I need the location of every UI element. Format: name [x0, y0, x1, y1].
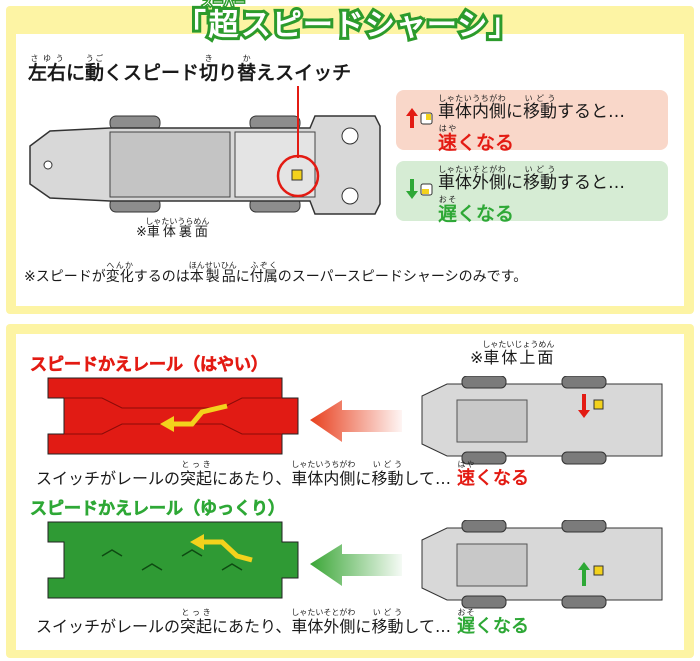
- slow-rail-diagram: [47, 520, 663, 609]
- chassis-diagram: [29, 86, 381, 215]
- section-title: 「超スーパースピードシャーシ」: [173, 0, 521, 46]
- chassis-note: ※スピードが変化へんかするのは本製品ほんせいひんに付属ふぞくのスーパースピードシ…: [24, 261, 528, 285]
- outer-move-info: 車体外側しゃたいそとがわに移動いどうすると… 遅おそくなる: [396, 161, 668, 225]
- faster-result: 速はやくなる: [456, 460, 529, 489]
- green-rail: [47, 521, 299, 599]
- switch-heading: 左右さゆうに動うごくスピード切きり替かえスイッチ: [28, 54, 352, 84]
- inner-move-info: 車体内側しゃたいうちがわに移動いどうすると… 速はやくなる: [396, 90, 668, 154]
- slower-result: 遅おそくなる: [456, 608, 529, 637]
- arrow-up-icon: [406, 108, 433, 128]
- motion-arrow: [310, 400, 402, 442]
- red-rail: [47, 377, 299, 455]
- slow-direction-arrow: [202, 539, 253, 563]
- slow-rail-title: スピードかえレール（ゆっくり）: [30, 499, 286, 520]
- slow-rail-description: スイッチがレールの突起とっきにあたり、車体外側しゃたいそとがわに移動いどうして……: [36, 608, 529, 637]
- speed-chassis-panel: 「超スーパースピードシャーシ」 左右さゆうに動うごくスピード切きり替かえスイッチ…: [6, 0, 694, 314]
- fast-rail-diagram: [47, 376, 663, 465]
- top-view-label: ※車体上面しゃたいじょうめん: [470, 340, 555, 367]
- fast-rail-title: スピードかえレール（はやい）: [30, 355, 269, 376]
- underside-label: ※車体裏面しゃたいうらめん: [136, 217, 210, 240]
- motion-arrow: [310, 544, 402, 586]
- fast-rail-description: スイッチがレールの突起とっきにあたり、車体内側しゃたいうちがわに移動いどうして……: [36, 460, 529, 489]
- fast-direction-arrow: [170, 403, 228, 427]
- arrow-down-icon: [406, 179, 433, 199]
- faster-result: 速はやくなる: [438, 124, 515, 154]
- speed-rail-panel: スピードかえレール（はやい） ※車体上面しゃたいじょうめん スイッチがレールの突…: [6, 324, 694, 658]
- slower-result: 遅おそくなる: [438, 195, 515, 225]
